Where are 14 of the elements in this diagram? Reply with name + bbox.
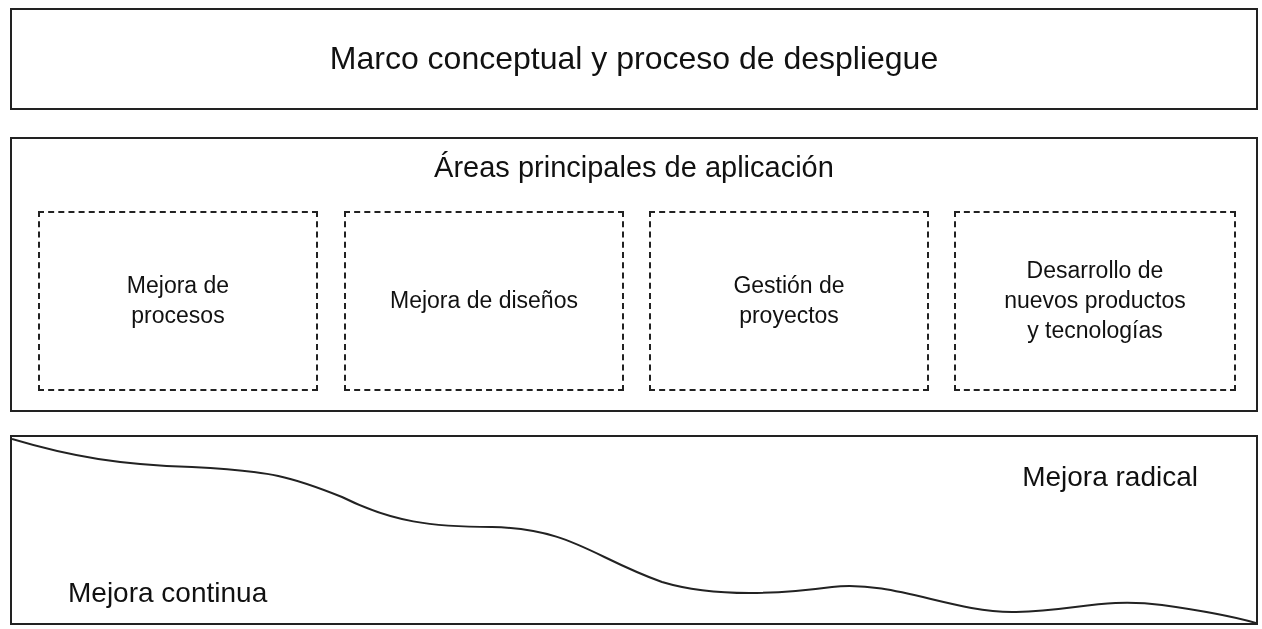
band-label: Mejora continua (68, 577, 268, 609)
box-label: Mejora de procesos (125, 271, 231, 330)
section-title: Áreas principales de aplicación (433, 151, 835, 184)
section-title: Marco conceptual y proceso de despliegue (328, 40, 940, 77)
section-box (10, 137, 1258, 412)
band-label: Mejora radical (1022, 461, 1198, 493)
dashed-box (38, 211, 318, 391)
section-box (10, 8, 1258, 110)
box-label: Mejora de diseños (390, 286, 578, 316)
box-label: Desarrollo de nuevos productos y tecnologías (1003, 256, 1187, 345)
box-label: Gestión de proyectos (732, 271, 846, 330)
dashed-box (954, 211, 1236, 391)
dashed-box (344, 211, 624, 391)
dashed-box (649, 211, 929, 391)
